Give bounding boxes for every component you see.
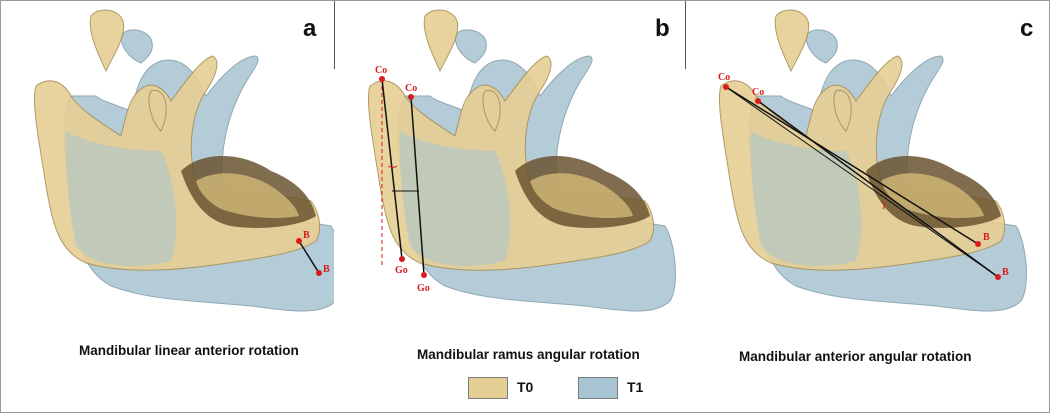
point-co1-label: Co xyxy=(718,72,730,83)
point-go1 xyxy=(399,256,405,262)
panel-c-caption: Mandibular anterior angular rotation xyxy=(739,349,972,364)
point-b2 xyxy=(316,270,322,276)
point-b1 xyxy=(296,238,302,244)
point-b1 xyxy=(975,241,981,247)
legend-label-t1: T1 xyxy=(627,379,644,395)
point-co1-label: Co xyxy=(375,65,387,76)
overlap-region xyxy=(65,131,177,266)
angle-arc xyxy=(881,200,885,210)
legend-swatch-t0 xyxy=(468,377,508,399)
point-co2 xyxy=(755,98,761,104)
legend-label-t0: T0 xyxy=(517,379,534,395)
panel-a-caption: Mandibular linear anterior rotation xyxy=(79,343,299,358)
overlap-region xyxy=(399,131,511,266)
panel-b: Co Co Go Go b Mandibular ramus angular r… xyxy=(335,1,685,412)
point-go1-label: Go xyxy=(395,265,408,276)
panel-b-caption: Mandibular ramus angular rotation xyxy=(417,347,640,362)
point-b1-label: B xyxy=(303,230,310,241)
point-co2-label: Co xyxy=(752,87,764,98)
panel-c: Co Co B B c Mandibular anterior angular … xyxy=(686,1,1049,412)
point-b2 xyxy=(995,274,1001,280)
co-b-line-t1 xyxy=(757,100,999,278)
point-b2-label: B xyxy=(323,264,330,275)
panel-divider-2 xyxy=(685,1,686,69)
point-co1 xyxy=(723,84,729,90)
point-go2 xyxy=(421,272,427,278)
co-b-line-t0 xyxy=(725,86,979,245)
co-go-line-t1 xyxy=(410,96,425,276)
panel-a-illustration: B B xyxy=(33,9,334,312)
co-go-line-t0 xyxy=(381,78,403,260)
point-b2-label: B xyxy=(1002,267,1009,278)
angle-arc xyxy=(387,165,398,168)
panel-c-letter: c xyxy=(1020,15,1034,42)
reference-line xyxy=(725,86,999,278)
panel-b-letter: b xyxy=(655,15,670,42)
panel-a: B B a Mandibular linear anterior rotatio… xyxy=(1,1,334,412)
point-co2 xyxy=(408,94,414,100)
point-b1-label: B xyxy=(983,232,990,243)
point-go2-label: Go xyxy=(417,283,430,294)
point-co1 xyxy=(379,76,385,82)
panel-a-letter: a xyxy=(303,15,317,42)
panel-c-illustration: Co Co B B xyxy=(718,9,1027,312)
panel-b-illustration: Co Co Go Go xyxy=(367,9,676,312)
overlap-region xyxy=(750,131,862,266)
point-co2-label: Co xyxy=(405,83,417,94)
legend-swatch-t1 xyxy=(578,377,618,399)
b-b-line xyxy=(298,240,320,274)
panel-divider-1 xyxy=(334,1,335,69)
